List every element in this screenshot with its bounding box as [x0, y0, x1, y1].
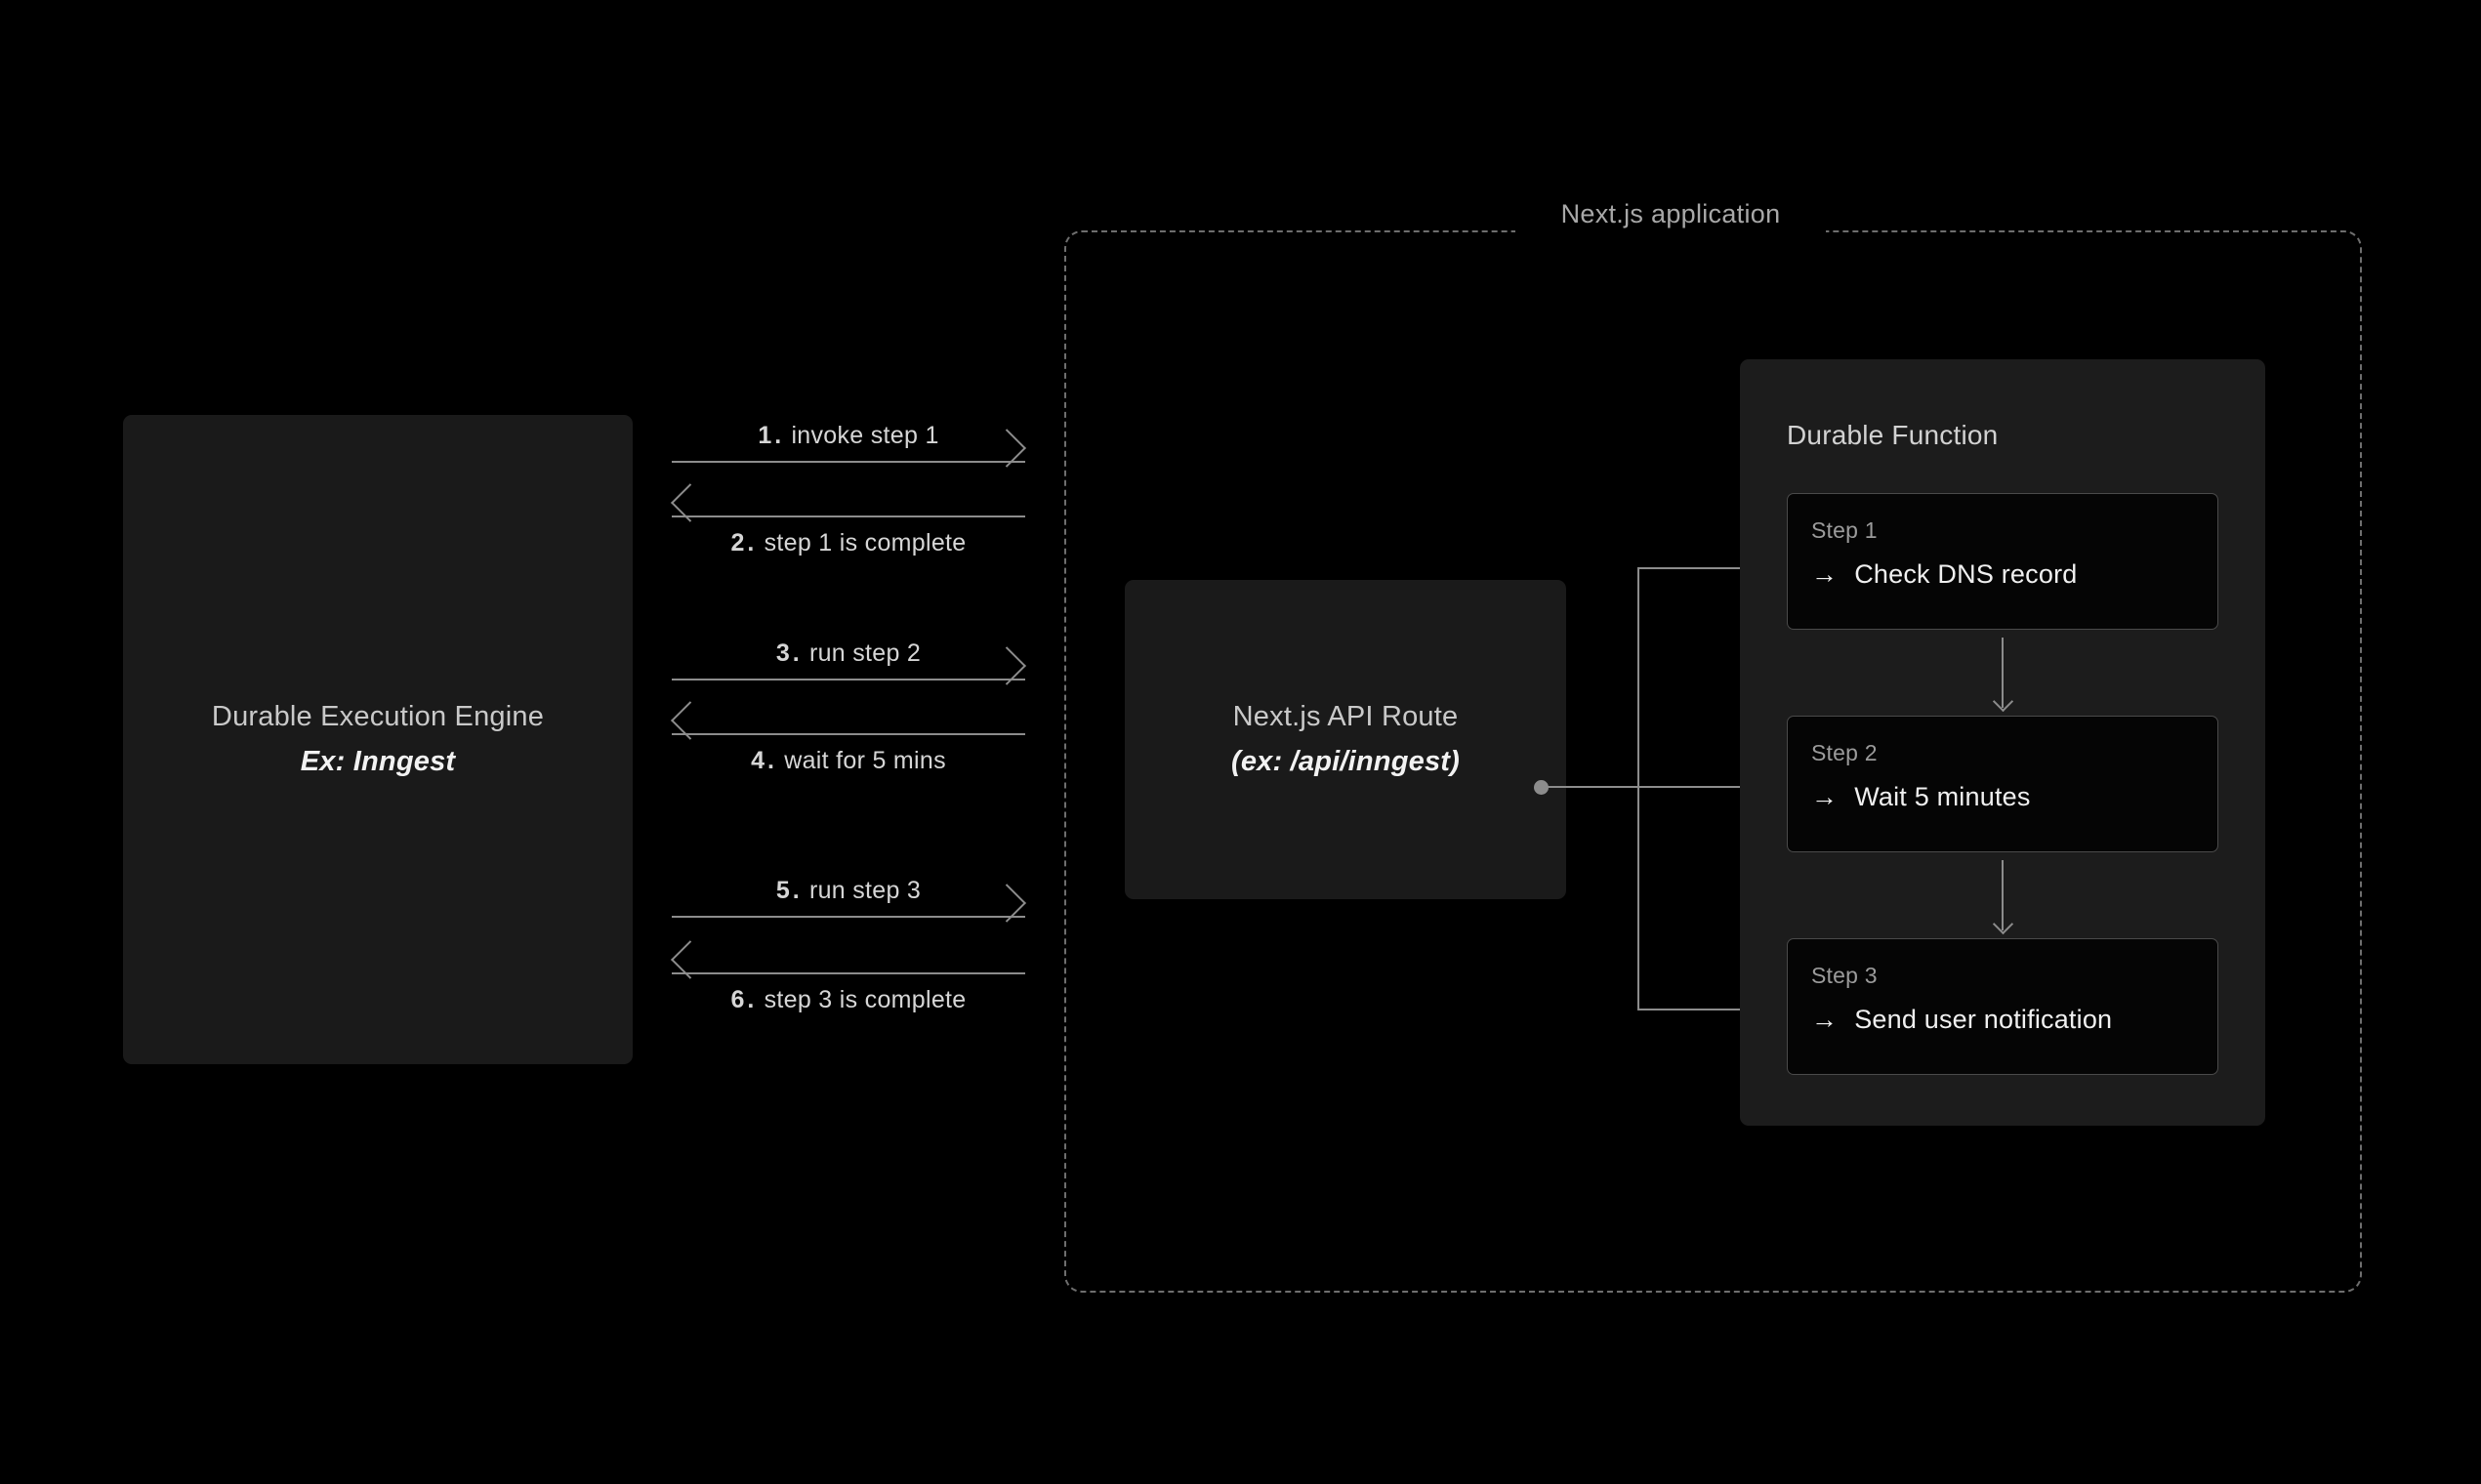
durable-function-title: Durable Function — [1787, 420, 1999, 450]
arrow-line — [672, 916, 1025, 918]
arrowhead-down-icon — [1992, 690, 2014, 713]
step-action-2: → Wait 5 minutes — [1811, 782, 2031, 812]
message-text-3: run step 2 — [808, 639, 922, 667]
message-arrow-2: 2. step 1 is complete — [671, 483, 1025, 556]
message-arrow-4: 4. wait for 5 mins — [671, 701, 1025, 774]
step-action-text-1: Check DNS record — [1854, 559, 2078, 589]
arrow-right-icon: → — [1811, 782, 1839, 811]
arrow-line — [672, 515, 1025, 517]
arrow-right-icon: → — [1811, 559, 1839, 589]
engine-title: Durable Execution Engine — [211, 700, 545, 732]
step-action-text-2: Wait 5 minutes — [1854, 782, 2031, 811]
message-text-1: invoke step 1 — [791, 422, 939, 449]
step-card-2: Step 2 → Wait 5 minutes — [1787, 716, 2218, 852]
connector-dot-icon — [1534, 780, 1549, 795]
arrow-line — [672, 679, 1025, 680]
message-arrow-3: 3. run step 2 — [672, 639, 1026, 685]
message-arrow-6: 6. step 3 is complete — [671, 940, 1025, 1013]
step-label-3: Step 3 — [1811, 963, 1878, 988]
nextjs-application-title: Next.js application — [1515, 195, 1826, 233]
connector-branch-step1 — [1637, 567, 1789, 569]
step-action-1: → Check DNS record — [1811, 559, 2077, 590]
message-number-1: 1. — [758, 422, 785, 449]
step-card-3: Step 3 → Send user notification — [1787, 938, 2218, 1075]
step-label-1: Step 1 — [1811, 517, 1878, 543]
message-text-5: run step 3 — [808, 877, 922, 904]
step-card-1: Step 1 → Check DNS record — [1787, 493, 2218, 630]
durable-execution-engine-box: Durable Execution Engine Ex: Inngest — [123, 415, 633, 1064]
step-flow-arrow-2-to-3 — [1992, 860, 2014, 935]
message-text-4: wait for 5 mins — [784, 747, 946, 774]
message-label-6: 6. step 3 is complete — [672, 986, 1025, 1014]
message-arrow-1: 1. invoke step 1 — [672, 422, 1026, 468]
step-label-2: Step 2 — [1811, 740, 1878, 765]
message-number-3: 3. — [775, 639, 803, 667]
message-number-6: 6. — [730, 986, 758, 1013]
arrow-line — [672, 733, 1025, 735]
step-flow-arrow-1-to-2 — [1992, 638, 2014, 713]
message-number-4: 4. — [751, 747, 777, 774]
message-label-2: 2. step 1 is complete — [672, 529, 1025, 557]
message-text-6: step 3 is complete — [764, 986, 967, 1013]
arrow-line — [672, 972, 1025, 974]
arrow-line — [672, 461, 1025, 463]
message-number-5: 5. — [775, 877, 803, 904]
message-label-5: 5. run step 3 — [672, 877, 1025, 905]
arrowhead-down-icon — [1992, 913, 2014, 935]
message-label-4: 4. wait for 5 mins — [672, 747, 1025, 775]
message-label-1: 1. invoke step 1 — [672, 422, 1025, 450]
connector-branch-step3 — [1637, 1009, 1789, 1010]
step-action-text-3: Send user notification — [1854, 1005, 2113, 1034]
engine-subtitle: Ex: Inngest — [300, 746, 456, 777]
message-text-2: step 1 is complete — [764, 529, 967, 556]
api-route-subtitle: (ex: /api/inngest) — [1230, 746, 1460, 777]
nextjs-api-route-box: Next.js API Route (ex: /api/inngest) — [1125, 580, 1566, 899]
message-arrow-5: 5. run step 3 — [672, 877, 1026, 923]
message-number-2: 2. — [730, 529, 758, 556]
connector-vertical-trunk — [1637, 568, 1639, 1010]
step-action-3: → Send user notification — [1811, 1005, 2112, 1035]
connector-horizontal-main — [1545, 786, 1789, 788]
message-label-3: 3. run step 2 — [672, 639, 1025, 668]
api-route-title: Next.js API Route — [1232, 700, 1459, 732]
durable-function-panel: Durable Function Step 1 → Check DNS reco… — [1740, 359, 2265, 1126]
arrow-right-icon: → — [1811, 1005, 1839, 1034]
